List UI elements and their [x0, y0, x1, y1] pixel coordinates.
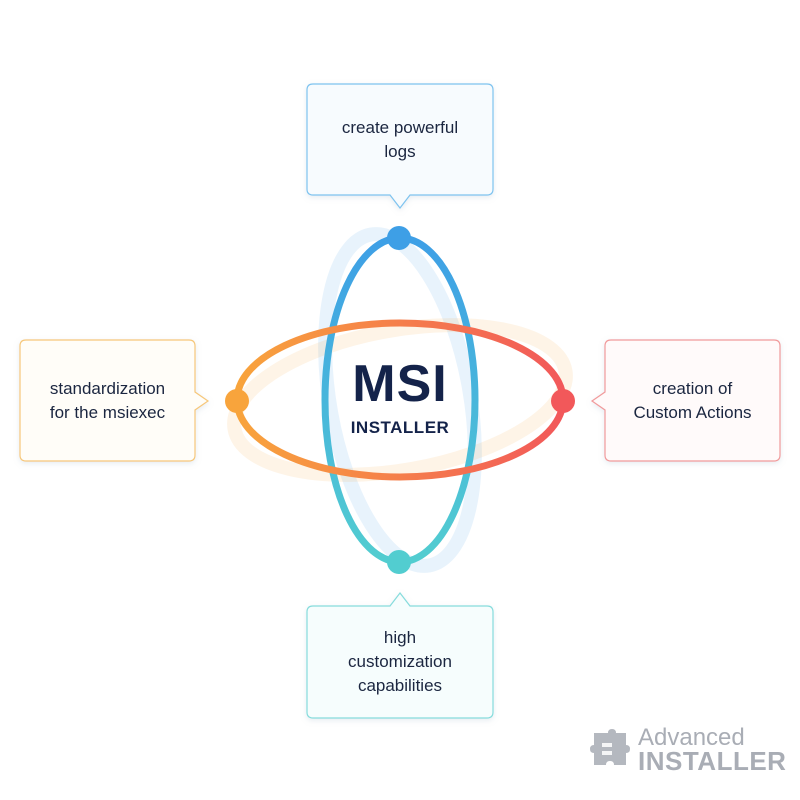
node-top: [387, 226, 411, 250]
node-right: [551, 389, 575, 413]
callout-top-box: [306, 83, 494, 209]
node-left: [225, 389, 249, 413]
brand-logo: Advanced INSTALLER: [588, 724, 786, 775]
brand-line1: Advanced: [638, 724, 745, 751]
callout-right-text: creation of Custom Actions: [633, 378, 752, 422]
node-bottom: [387, 550, 411, 574]
callout-bottom-box: [306, 592, 494, 719]
puzzle-logo-icon: [590, 729, 630, 765]
callout-top-text: create powerful logs: [341, 117, 459, 161]
ghost-orbit-vertical: [318, 227, 482, 573]
callout-bottom-text: high customization capabilities: [348, 628, 452, 695]
callout-left-text: standardization for the msiexec: [49, 378, 166, 422]
center-subtitle: INSTALLER: [350, 418, 450, 437]
ghost-orbit-horizontal: [227, 318, 573, 482]
brand-line2: INSTALLER: [638, 746, 787, 776]
callout-right-box: [590, 339, 781, 462]
callout-left-box: [19, 339, 210, 462]
center-title: MSI: [352, 355, 448, 413]
